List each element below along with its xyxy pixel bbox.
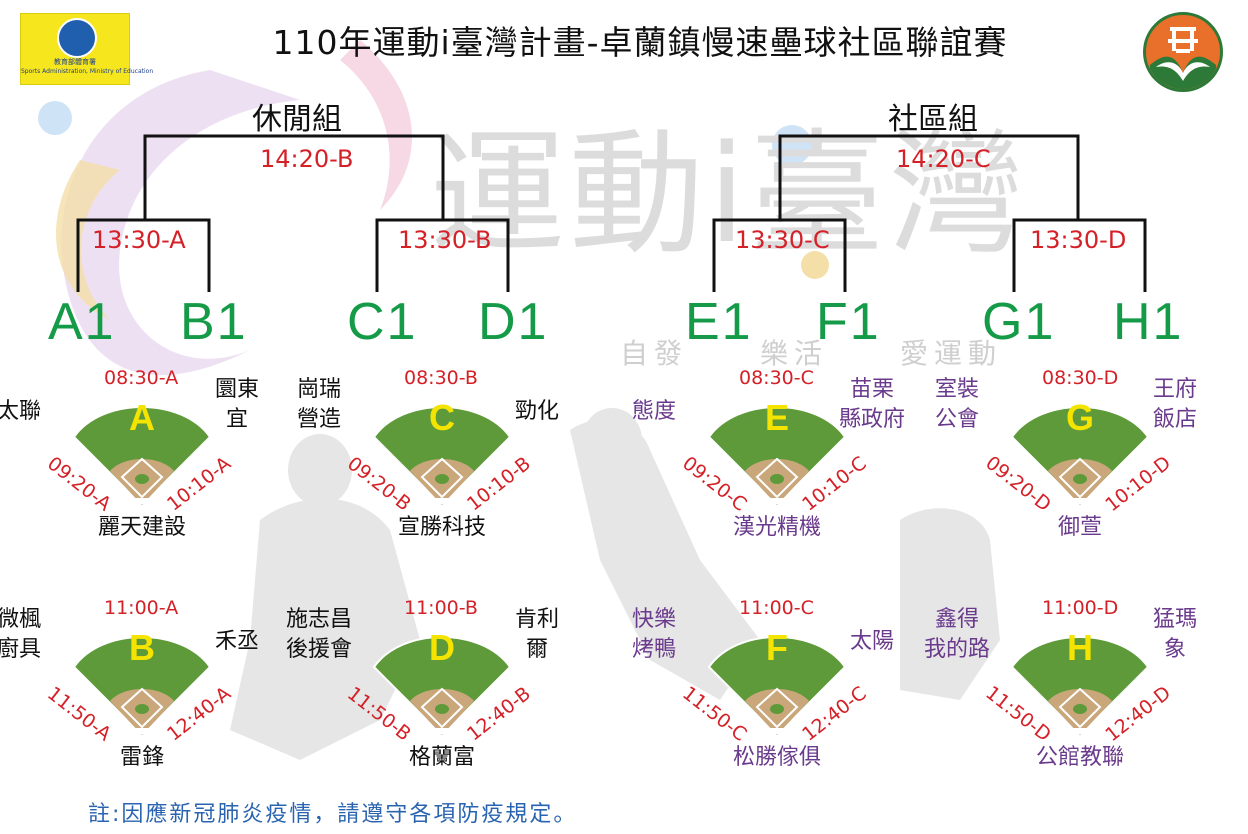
game-time-first: 11:00-C: [739, 597, 814, 619]
page-title: 110年運動i臺灣計畫-卓蘭鎮慢速壘球社區聯誼賽: [272, 23, 1008, 62]
team-bottom: 雷鋒: [119, 745, 164, 770]
watermark-slogan-3: 愛運動: [900, 337, 1003, 370]
epidemic-note: 註:因應新冠肺炎疫情，請遵守各項防疫規定。: [88, 802, 578, 827]
softball-field-icon: [1010, 406, 1150, 507]
bracket-final-right: [778, 134, 1080, 220]
team-left: 施志昌後援會: [285, 607, 352, 662]
team-code-c1: C1: [347, 293, 418, 351]
game-time-first: 08:30-D: [1042, 367, 1119, 389]
seal-icon: [57, 18, 97, 58]
watermark-slogan-2: 樂活: [760, 337, 829, 370]
game-time-first: 08:30-C: [739, 367, 814, 389]
bracket-semi-a: [76, 218, 211, 292]
team-bottom: 麗天建設: [97, 515, 186, 540]
semi-time-a: 13:30-A: [92, 226, 186, 254]
pool-letter: E: [764, 397, 789, 438]
semi-time-c: 13:30-C: [735, 226, 830, 254]
bracket-final-left: [143, 134, 445, 220]
swoosh-yellow: [56, 160, 120, 320]
team-right: 肯利爾: [514, 607, 559, 662]
dot-yellow: [801, 251, 829, 279]
pool-letter: F: [766, 627, 788, 668]
pool-letter: C: [429, 397, 455, 438]
bracket-semi-b: [375, 218, 510, 292]
emblem-icon: [1150, 27, 1216, 89]
dot-blue: [38, 101, 72, 135]
team-bottom: 松勝傢俱: [732, 745, 821, 770]
softball-field-icon: [72, 406, 212, 507]
game-time-first: 11:00-B: [404, 597, 478, 619]
team-right: 王府飯店: [1152, 377, 1197, 432]
team-left: 快樂烤鴨: [631, 607, 676, 662]
team-right: 太陽: [849, 629, 894, 654]
game-time-first: 11:00-D: [1042, 597, 1119, 619]
team-code-a1: A1: [48, 293, 116, 351]
softball-field-icon: [372, 636, 512, 737]
team-left: 態度: [631, 399, 676, 424]
team-right: 猛瑪象: [1152, 607, 1197, 662]
team-code-e1: E1: [685, 293, 753, 351]
bracket-semi-d: [1012, 218, 1147, 292]
team-left: 太聯: [0, 399, 41, 424]
team-right: 勁化: [514, 399, 559, 424]
softball-field-icon: [1010, 636, 1150, 737]
team-right: 苗栗縣政府: [838, 377, 905, 432]
team-code-h1: H1: [1113, 293, 1184, 351]
watermark-slogan-1: 自發: [620, 337, 689, 370]
team-right: 圜東宜: [214, 377, 259, 432]
semi-time-b: 13:30-B: [398, 226, 492, 254]
zhuolan-town-emblem: [1143, 12, 1223, 92]
final-time-community: 14:20-C: [896, 145, 991, 173]
softball-field-icon: [707, 636, 847, 737]
team-left: 微楓廚具: [0, 607, 41, 662]
pool-letter: H: [1067, 627, 1093, 668]
pool-letter: B: [129, 627, 155, 668]
semi-time-d: 13:30-D: [1030, 226, 1127, 254]
team-code-d1: D1: [478, 293, 549, 351]
team-bottom: 宣勝科技: [397, 515, 486, 540]
pool-letter: A: [129, 397, 155, 438]
game-time-first: 08:30-B: [404, 367, 478, 389]
ministry-of-education-logo: 教育部體育署 Sports Administration, Ministry o…: [20, 13, 153, 85]
pool-letter: G: [1065, 397, 1094, 438]
softball-field-icon: [707, 406, 847, 507]
swoosh-pink: [340, 40, 413, 210]
pitcher-silhouette: [230, 408, 1000, 760]
team-left: 室裝公會: [934, 377, 979, 432]
group-title-leisure: 休閒組: [252, 102, 342, 137]
team-bottom: 漢光精機: [732, 515, 821, 540]
bracket-semi-c: [712, 218, 847, 292]
watermark-main: 運動i臺灣: [430, 116, 1028, 273]
game-time-first: 08:30-A: [104, 367, 179, 389]
team-bottom: 御萱: [1057, 515, 1102, 540]
pool-letter: D: [429, 627, 455, 668]
softball-field-icon: [372, 406, 512, 507]
team-code-b1: B1: [180, 293, 248, 351]
game-time-first: 11:00-A: [104, 597, 179, 619]
team-left: 崗瑞營造: [296, 377, 341, 432]
final-time-leisure: 14:20-B: [260, 145, 354, 173]
team-bottom: 格蘭富: [408, 745, 475, 770]
swoosh-purple: [61, 70, 300, 376]
team-code-g1: G1: [982, 293, 1056, 351]
group-title-community: 社區組: [888, 102, 978, 137]
team-left: 鑫得我的路: [923, 607, 990, 662]
softball-field-icon: [72, 636, 212, 737]
team-code-f1: F1: [816, 293, 881, 351]
team-right: 禾丞: [214, 629, 259, 654]
team-bottom: 公館教聯: [1035, 745, 1124, 770]
